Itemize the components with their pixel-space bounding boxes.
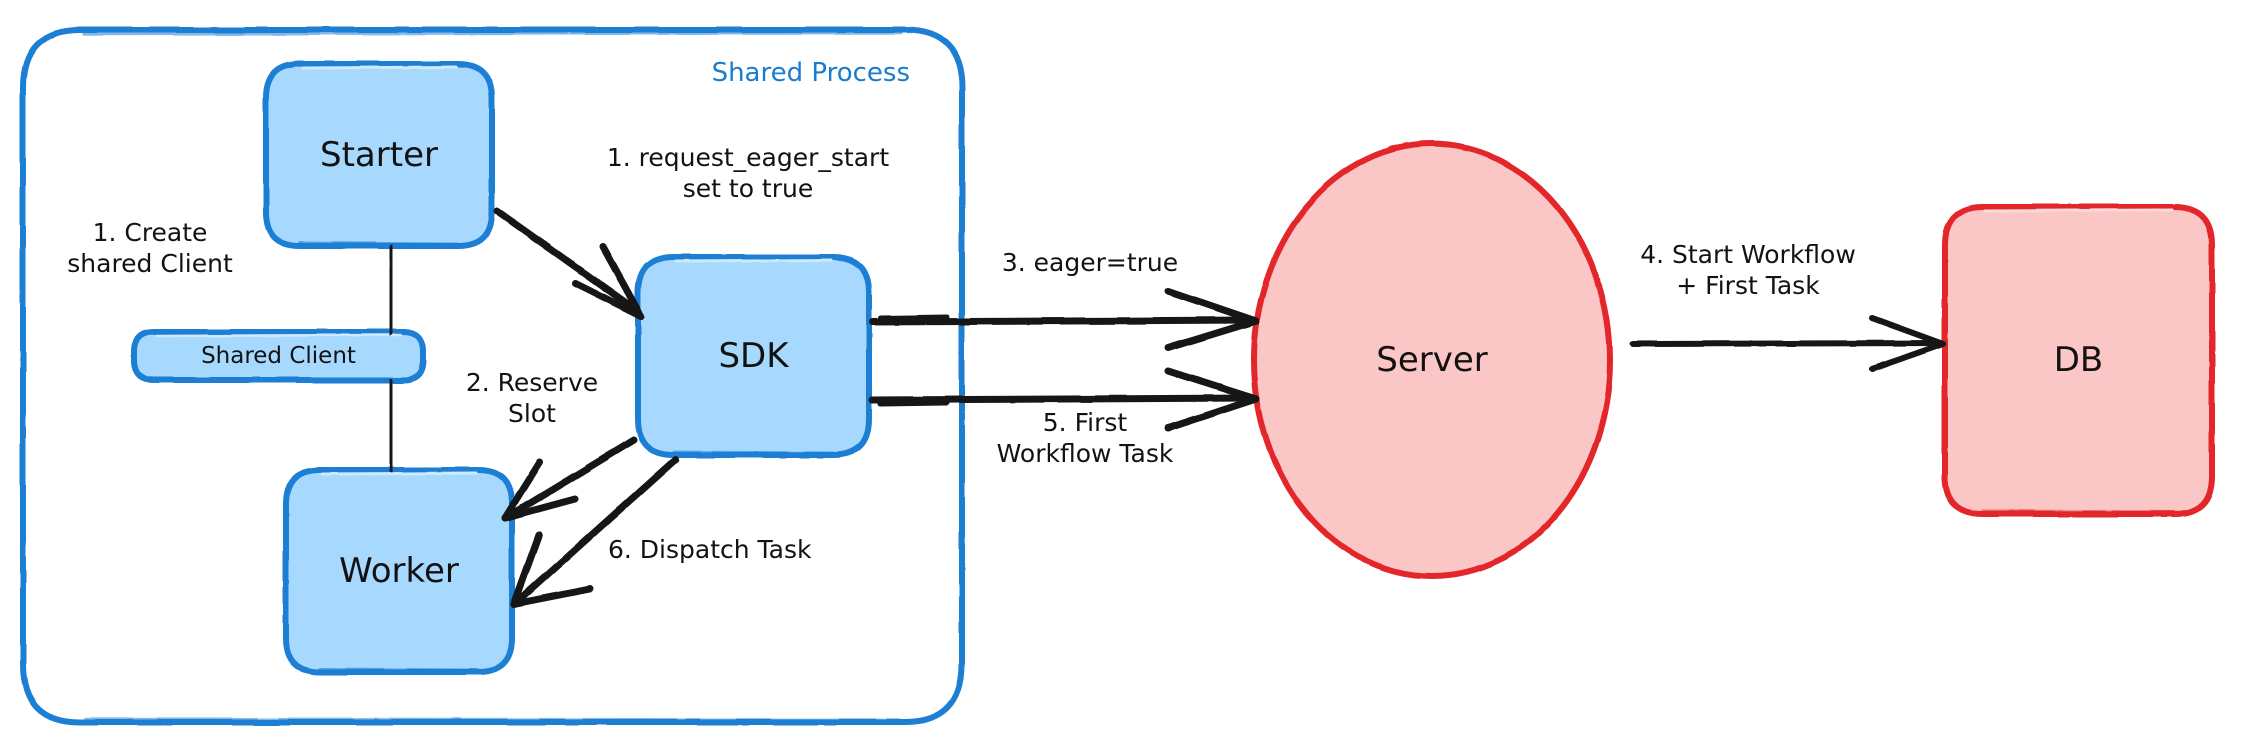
edge-request-eager-start-arrow <box>493 207 645 320</box>
node-sdk-shape[interactable] <box>635 254 872 458</box>
edge-reserve-slot-label: 2. Reserve Slot <box>465 368 599 428</box>
shared-process-title: Shared Process <box>711 58 910 88</box>
edge-shared-client-worker-line <box>387 378 395 473</box>
shared-process-container <box>20 27 965 725</box>
edge-dispatch-task-label: 6. Dispatch Task <box>608 535 812 564</box>
edge-eager-true-arrow <box>868 287 1260 352</box>
edge-reserve-slot-arrow <box>501 436 638 522</box>
edge-first-workflow-task-label: 5. First Workflow Task <box>996 408 1174 468</box>
edge-start-workflow-arrow <box>1630 315 1946 372</box>
edge-create-shared-client-label: 1. Create shared Client <box>67 218 233 278</box>
node-db-shape[interactable] <box>1942 204 2215 517</box>
edge-create-shared-client-line <box>387 244 395 336</box>
edge-dispatch-task-arrow <box>510 455 680 608</box>
node-starter-shape[interactable] <box>263 61 495 249</box>
edge-request-eager-start-label: 1. request_eager_start set to true <box>606 143 890 203</box>
node-server-shape[interactable] <box>1251 141 1613 579</box>
edge-start-workflow-label: 4. Start Workflow + First Task <box>1640 240 1856 300</box>
node-shared-client-shape[interactable] <box>131 329 426 383</box>
node-worker-shape[interactable] <box>283 467 515 675</box>
edge-eager-true-label: 3. eager=true <box>1001 248 1179 277</box>
edge-first-workflow-task-arrow <box>868 367 1260 432</box>
